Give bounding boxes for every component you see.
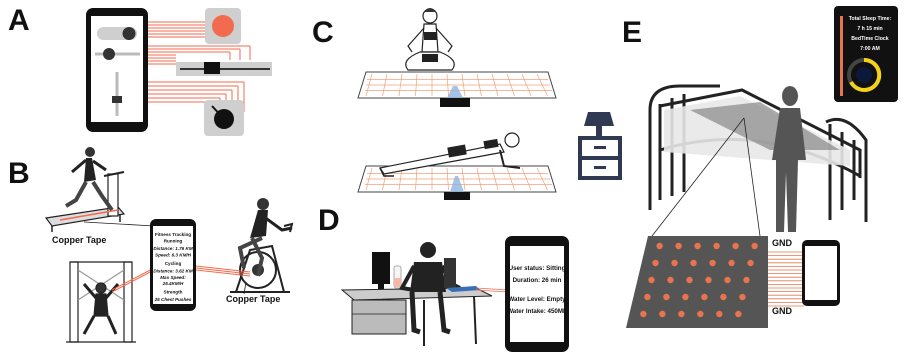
electrode bbox=[709, 260, 715, 266]
gnd-label-top: GND bbox=[772, 238, 793, 248]
panel-c-letter: C bbox=[312, 16, 334, 49]
phone-b-line: Strength bbox=[164, 290, 183, 295]
electrode bbox=[720, 294, 726, 300]
phone-b-line: Distance: 3.62 KM bbox=[153, 268, 192, 273]
panel-e-letter: E bbox=[622, 16, 642, 49]
phone-b-line: Distance: 1.76 KM bbox=[153, 246, 192, 251]
duration-text: Duration: 26 min bbox=[513, 277, 562, 284]
yoga-mat-bottom bbox=[358, 133, 556, 200]
electrode bbox=[644, 294, 650, 300]
user-status-text: User status: Sitting bbox=[509, 265, 566, 272]
electrode bbox=[648, 277, 654, 283]
bike-illustration bbox=[230, 198, 292, 292]
electrode bbox=[716, 311, 722, 317]
watch-total-sleep-label: Total Sleep Time: bbox=[849, 16, 892, 22]
electrode bbox=[667, 277, 673, 283]
panel-d-letter: D bbox=[318, 204, 340, 237]
electrode bbox=[686, 277, 692, 283]
panel-a: A bbox=[8, 4, 272, 136]
water-level-text: Water Level: Empty bbox=[508, 296, 566, 303]
electrode bbox=[732, 243, 738, 249]
watch-total-sleep-value: 7 h 15 min bbox=[857, 26, 882, 32]
monitor-icon bbox=[372, 252, 390, 284]
electrode bbox=[652, 260, 658, 266]
watch-bedtime-label: BedTime Clock bbox=[851, 36, 888, 42]
gnd-label-bottom: GND bbox=[772, 306, 793, 316]
electrode bbox=[640, 311, 646, 317]
electrode bbox=[728, 260, 734, 266]
phone-b-line: Speed: 6.3 KM/H bbox=[155, 252, 192, 257]
electrode bbox=[751, 243, 757, 249]
nightstand-lamp bbox=[578, 112, 622, 180]
electrode bbox=[656, 243, 662, 249]
electrode bbox=[675, 243, 681, 249]
yoga-mat-top bbox=[358, 8, 556, 107]
electrode bbox=[697, 311, 703, 317]
copper-tape-label-left: Copper Tape bbox=[52, 235, 106, 245]
electrode bbox=[671, 260, 677, 266]
electrode bbox=[694, 243, 700, 249]
electrode bbox=[663, 294, 669, 300]
electrode bbox=[705, 277, 711, 283]
treadmill-illustration bbox=[46, 147, 124, 232]
phone-b-line: 25 Chest Pushes bbox=[154, 297, 192, 302]
strength-machine-illustration bbox=[66, 262, 136, 342]
phone-b-line: Running bbox=[164, 238, 183, 243]
phone-b-line: 25.4KM/H bbox=[162, 281, 184, 286]
panel-a-letter: A bbox=[8, 4, 30, 37]
watch-bedtime-value: 7:00 AM bbox=[860, 46, 880, 52]
phone-b-line: Max Speed: bbox=[160, 275, 186, 280]
water-intake-text: Water Intake: 450ML bbox=[507, 308, 567, 315]
copper-tape-label-right: Copper Tape bbox=[226, 294, 280, 304]
panel-d: D User status: Sitting bbox=[318, 204, 569, 352]
panel-b-letter: B bbox=[8, 157, 30, 190]
electrode bbox=[682, 294, 688, 300]
panel-b: B Copper Tape bbox=[8, 147, 292, 342]
electrode bbox=[743, 277, 749, 283]
phone-b-line: Fitness Tracking bbox=[155, 232, 191, 237]
panel-c: C bbox=[312, 8, 556, 200]
electrode bbox=[739, 294, 745, 300]
electrode bbox=[724, 277, 730, 283]
electrode bbox=[690, 260, 696, 266]
electrode bbox=[713, 243, 719, 249]
electrode bbox=[678, 311, 684, 317]
electrode bbox=[701, 294, 707, 300]
wires-e bbox=[768, 252, 804, 306]
phone-b-line: Cycling bbox=[165, 261, 182, 266]
electrode bbox=[747, 260, 753, 266]
panel-e: E Total Sleep Time: 7 h 15 min BedTime C… bbox=[578, 6, 898, 328]
electrode bbox=[735, 311, 741, 317]
electrode bbox=[659, 311, 665, 317]
